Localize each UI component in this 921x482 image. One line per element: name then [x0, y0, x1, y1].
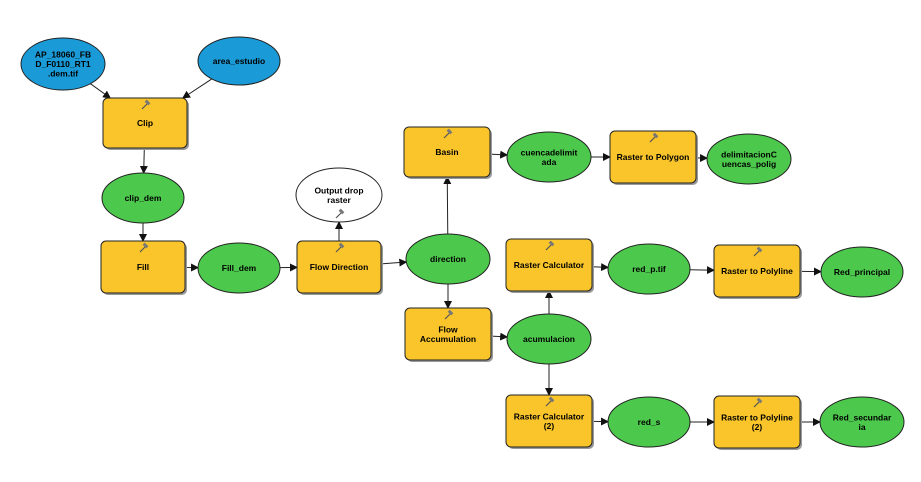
data-ellipse: [706, 133, 792, 185]
connector-area_estudio-to-clip[interactable]: [182, 78, 213, 99]
node-label: Fill: [137, 262, 149, 272]
data-ellipse: [607, 243, 691, 295]
node-label: Flow Direction: [310, 262, 369, 272]
node-label: red_p.tif: [632, 264, 666, 274]
data-ellipse: [197, 242, 281, 294]
node-label: direction: [430, 254, 466, 264]
tool-box: [505, 238, 593, 292]
node-label: cuencadelimit: [521, 147, 578, 157]
tool-box: [404, 307, 492, 361]
tool-node-basin[interactable]: Basin: [403, 126, 492, 179]
data-node-acumulacion[interactable]: acumulacion: [506, 313, 592, 365]
data-ellipse: [20, 37, 106, 91]
node-label: Basin: [435, 147, 458, 157]
node-label: (2): [544, 421, 555, 431]
tool-node-flow_direction[interactable]: Flow Direction: [296, 240, 383, 295]
data-ellipse: [820, 246, 904, 298]
node-label: Red_principal: [834, 267, 890, 277]
node-label: Fill_dem: [222, 263, 257, 273]
hammer-icon: [443, 128, 453, 139]
data-node-fill_dem[interactable]: Fill_dem: [197, 242, 281, 294]
tool-box: [296, 240, 382, 294]
data-ellipse: [101, 172, 185, 224]
node-label: Flow: [438, 324, 458, 334]
connector-flow_accumulation-to-acumulacion[interactable]: [490, 332, 509, 341]
data-node-red_s[interactable]: red_s: [607, 396, 691, 448]
tool-box: [403, 126, 491, 178]
node-label: AP_18060_FB: [35, 50, 91, 60]
connector-clip-to-clip_dem[interactable]: [139, 147, 148, 175]
hammer-icon: [545, 240, 555, 251]
hammer-icon: [335, 242, 345, 253]
connector-ap_dem-to-clip[interactable]: [90, 83, 112, 99]
data-node-direction[interactable]: direction: [405, 233, 491, 285]
node-label: Output drop: [314, 185, 363, 195]
hammer-icon: [649, 132, 659, 143]
data-ellipse: [295, 167, 383, 223]
data-node-clip_dem[interactable]: clip_dem: [101, 172, 185, 224]
node-label: uencas_polig: [722, 159, 776, 169]
data-ellipse: [197, 36, 281, 86]
node-label: red_s: [638, 417, 661, 427]
data-ellipse: [506, 131, 592, 183]
connector-direction-to-basin[interactable]: [443, 176, 452, 235]
hammer-icon: [545, 396, 555, 407]
hammer-icon: [753, 397, 763, 408]
node-label: acumulacion: [523, 334, 575, 344]
connector-flow_direction-to-direction[interactable]: [380, 258, 408, 267]
node-label: (2): [752, 422, 763, 432]
data-node-red_principal[interactable]: Red_principal: [820, 246, 904, 298]
hammer-icon: [139, 242, 149, 253]
nodes-layer: AP_18060_FBD_F0110_RT1.dem.tif area_estud…: [20, 36, 905, 450]
tool-node-raster_to_polyline[interactable]: Raster to Polyline: [713, 244, 802, 299]
tool-node-clip[interactable]: Clip: [102, 97, 189, 150]
data-ellipse: [506, 313, 592, 365]
node-label: .dem.tif: [48, 69, 78, 79]
hammer-icon: [335, 208, 345, 219]
node-label: delimitacionC: [721, 149, 777, 159]
node-label: clip_dem: [125, 193, 162, 203]
tool-box: [609, 130, 697, 184]
hammer-icon: [753, 246, 763, 257]
node-label: D_F0110_RT1: [35, 59, 91, 69]
tool-box: [713, 395, 801, 449]
node-label: Raster to Polyline: [721, 266, 793, 276]
data-ellipse: [607, 396, 691, 448]
data-node-ap_dem[interactable]: AP_18060_FBD_F0110_RT1.dem.tif: [20, 37, 106, 91]
tool-node-raster_calculator[interactable]: Raster Calculator: [505, 238, 594, 293]
node-label: Raster Calculator: [514, 260, 585, 270]
node-label: Raster Calculator: [514, 411, 585, 421]
tool-box: [100, 240, 186, 294]
connector-basin-to-cuencadelimitada[interactable]: [489, 150, 509, 159]
tool-node-fill[interactable]: Fill: [100, 240, 187, 295]
tool-node-raster_calculator_2[interactable]: Raster Calculator(2): [505, 394, 594, 449]
node-label: Raster to Polygon: [617, 152, 690, 162]
hammer-icon: [141, 99, 151, 110]
data-node-red_p[interactable]: red_p.tif: [607, 243, 691, 295]
node-label: Accumulation: [420, 334, 476, 344]
tool-box: [505, 394, 593, 448]
data-ellipse: [819, 396, 905, 448]
connector-raster_calculator-to-red_p[interactable]: [591, 263, 610, 272]
tool-node-raster_to_polygon[interactable]: Raster to Polygon: [609, 130, 698, 185]
node-label: raster: [327, 195, 351, 205]
node-label: area_estudio: [213, 56, 265, 66]
hammer-icon: [444, 309, 454, 320]
node-label: ia: [858, 422, 865, 432]
data-node-area_estudio[interactable]: area_estudio: [197, 36, 281, 86]
node-label: Raster to Polyline: [721, 412, 793, 422]
tool-box: [713, 244, 801, 298]
node-label: Red_secundar: [833, 412, 892, 422]
data-ellipse: [405, 233, 491, 285]
tool-box: [102, 97, 188, 149]
node-label: ada: [542, 157, 557, 167]
tool-node-raster_to_polyline_2[interactable]: Raster to Polyline(2): [713, 395, 802, 450]
node-label: Clip: [137, 118, 153, 128]
